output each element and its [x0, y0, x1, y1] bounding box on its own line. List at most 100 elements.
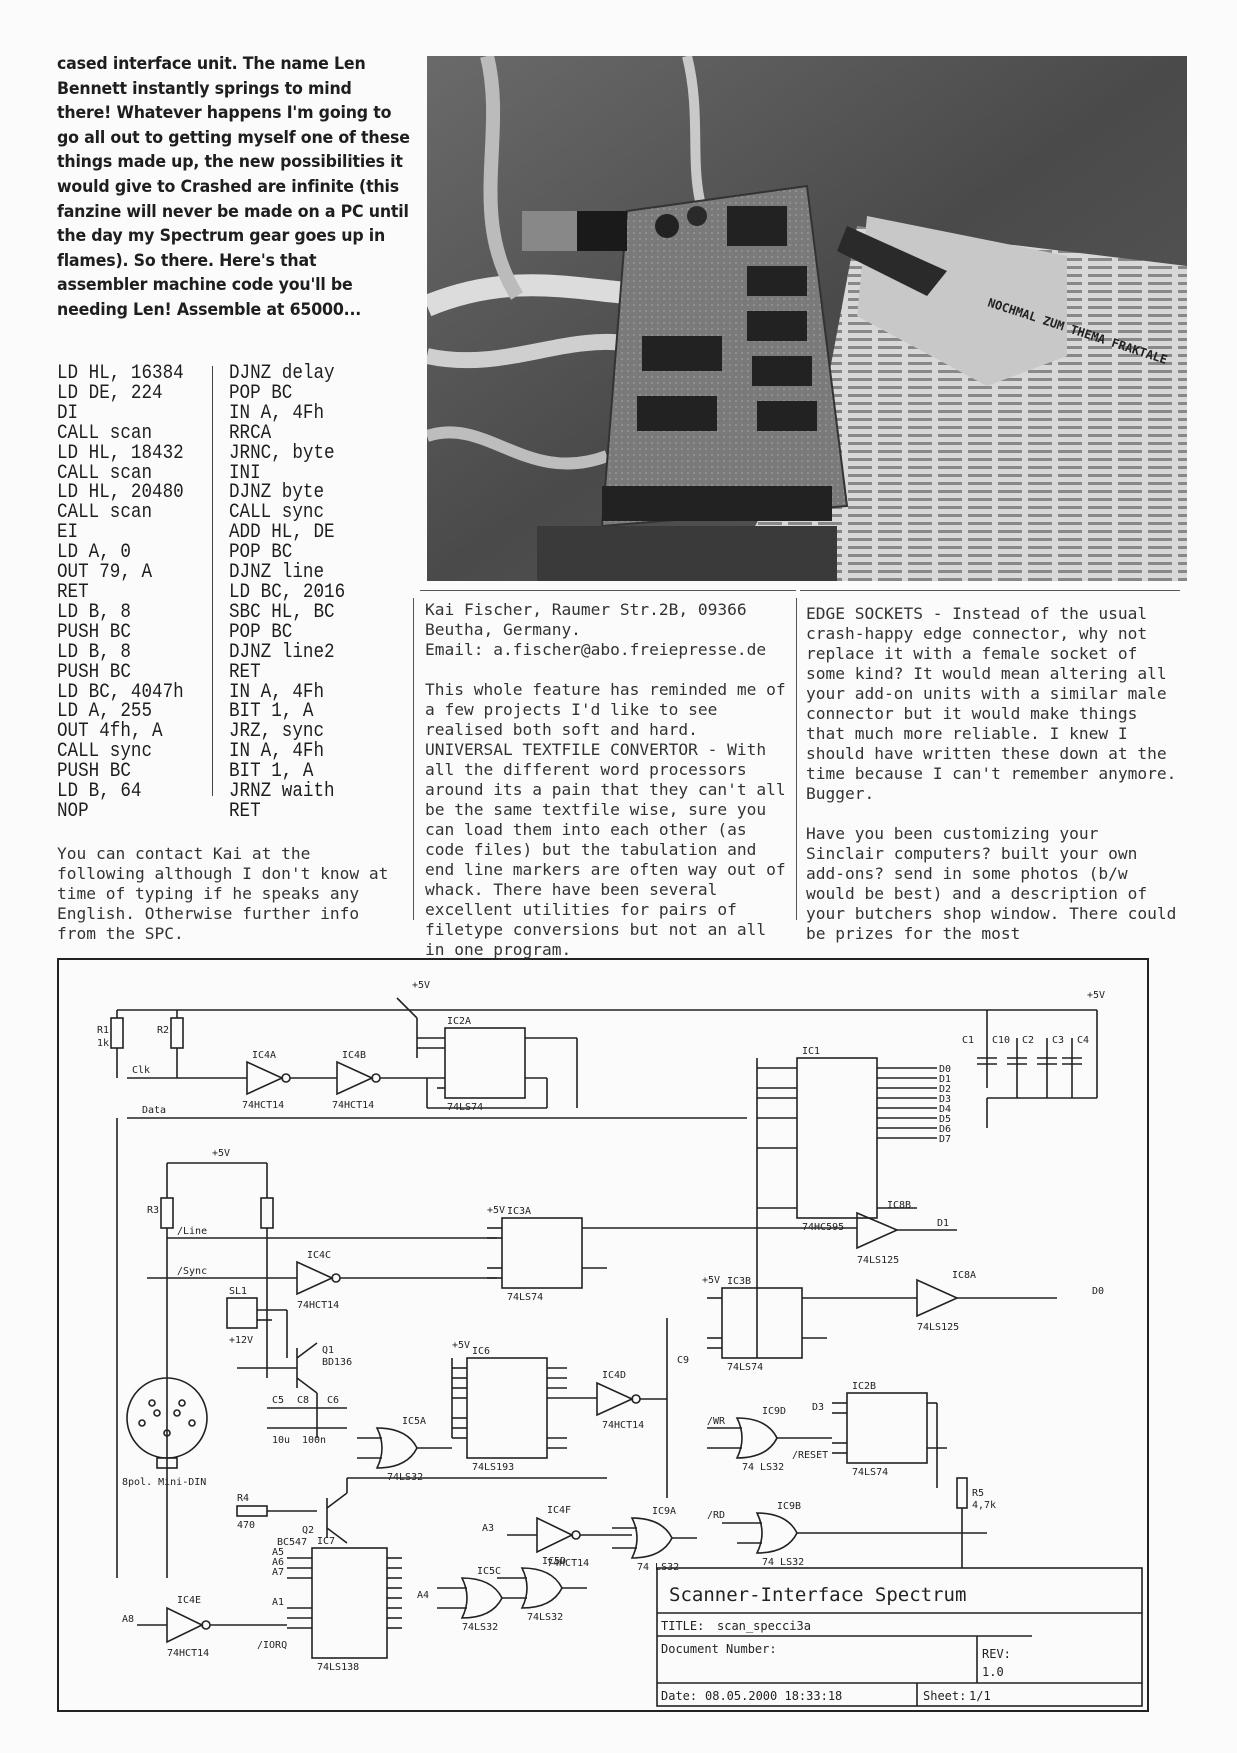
- bus-d1: D1: [939, 1074, 951, 1085]
- signal-a4: A4: [417, 1590, 429, 1601]
- bus-d4: D4: [939, 1104, 951, 1115]
- vcc-label-ic6: +5V: [452, 1340, 470, 1351]
- chip-ic4a-part: 74HCT14: [242, 1100, 284, 1111]
- column-top-rule-2: [800, 590, 1180, 591]
- chip-ic5d-ref: IC5D: [542, 1556, 566, 1567]
- address-line-1: Kai Fischer, Raumer Str.2B, 09366: [425, 600, 747, 619]
- code-left-line: PUSH BC: [57, 660, 131, 684]
- chip-ic3b-ref: IC3B: [727, 1276, 751, 1287]
- edge-sockets-paragraph: EDGE SOCKETS - Instead of the usual cras…: [806, 604, 1177, 803]
- code-right-line: ADD HL, DE: [229, 521, 335, 545]
- signal-sync: /Sync: [177, 1266, 207, 1277]
- part-r2: R2: [157, 1025, 169, 1036]
- code-left-line: PUSH BC: [57, 760, 131, 784]
- customizing-paragraph: Have you been customizing your Sinclair …: [806, 824, 1177, 943]
- code-left-line: LD B, 64: [57, 780, 142, 804]
- schematic-svg: Scanner-Interface Spectrum TITLE: scan_s…: [57, 958, 1149, 1712]
- code-right-line: JRNZ waith: [229, 780, 335, 804]
- code-right-line: DJNZ line: [229, 561, 325, 585]
- intro-paragraph: cased interface unit. The name Len Benne…: [57, 54, 410, 320]
- photo-image: NOCHMAL ZUM THEMA FRAKTALE: [422, 54, 1187, 581]
- chip-ic4d-ref: IC4D: [602, 1370, 626, 1381]
- chip-ic4f-ref: IC4F: [547, 1505, 571, 1516]
- column-divider-2: [796, 598, 797, 920]
- code-right-line: JRNC, byte: [229, 441, 335, 465]
- signal-iorq: /IORQ: [257, 1640, 287, 1651]
- chip-ic9d-ref: IC9D: [762, 1406, 786, 1417]
- signal-rd: /RD: [707, 1510, 725, 1521]
- column-top-rule-1: [420, 590, 796, 591]
- bus-d2: D2: [939, 1084, 951, 1095]
- chip-ic9a-ref: IC9A: [652, 1506, 676, 1517]
- code-right-line: IN A, 4Fh: [229, 401, 325, 425]
- date-value: 08.05.2000 18:33:18: [705, 1689, 842, 1703]
- chip-ic9b-part: 74 LS32: [762, 1557, 804, 1568]
- chip-ic8a-part: 74LS125: [917, 1322, 959, 1333]
- code-left-line: OUT 79, A: [57, 561, 153, 585]
- chip-ic5a-part: 74LS32: [387, 1472, 423, 1483]
- code-left-line: CALL sync: [57, 740, 153, 764]
- part-c2: C2: [1022, 1035, 1034, 1046]
- signal-d1-out: D1: [937, 1218, 949, 1229]
- signal-a6: A6: [272, 1557, 284, 1568]
- vcc-label-ic3a: +5V: [487, 1205, 505, 1216]
- bus-d7: D7: [939, 1134, 951, 1145]
- part-c10: C10: [992, 1035, 1010, 1046]
- schematic-labels: +5V +5V +5V +5V +5V +5V +12V Clk Data /L…: [97, 980, 1105, 1673]
- contact-text: You can contact Kai at the following alt…: [57, 844, 389, 943]
- code-right-line: POP BC: [229, 541, 293, 565]
- code-right-line: JRZ, sync: [229, 720, 325, 744]
- chip-ic5c-ref: IC5C: [477, 1566, 501, 1577]
- code-left-line: PUSH BC: [57, 620, 131, 644]
- signal-a3: A3: [482, 1523, 494, 1534]
- part-q1: Q1: [322, 1345, 334, 1356]
- article-column-middle: Kai Fischer, Raumer Str.2B, 09366 Beutha…: [425, 600, 792, 960]
- code-left-line: OUT 4fh, A: [57, 720, 163, 744]
- chip-ic6-ref: IC6: [472, 1346, 490, 1357]
- schematic-project-title: Scanner-Interface Spectrum: [669, 1584, 966, 1606]
- chip-ic9d-part: 74 LS32: [742, 1462, 784, 1473]
- projects-paragraph: This whole feature has reminded me of a …: [425, 680, 786, 959]
- address-email: Email: a.fischer@abo.freiepresse.de: [425, 640, 767, 659]
- chip-ic1-ref: IC1: [802, 1046, 820, 1057]
- code-divider: [212, 366, 213, 796]
- part-value-4k7: 4,7k: [972, 1500, 996, 1511]
- code-left-line: LD HL, 20480: [57, 481, 184, 505]
- signal-d0-out: D0: [1092, 1286, 1104, 1297]
- chip-ic2b-part: 74LS74: [852, 1467, 888, 1478]
- part-value-10u: 10u: [272, 1435, 290, 1446]
- code-right-line: DJNZ delay: [229, 362, 335, 385]
- chip-ic3a-part: 74LS74: [507, 1292, 543, 1303]
- code-left-line: LD BC, 4047h: [57, 680, 184, 704]
- title-label: TITLE:: [661, 1619, 704, 1633]
- code-right-line: RET: [229, 799, 261, 823]
- signal-d3: D3: [812, 1402, 824, 1413]
- code-left-line: NOP: [57, 799, 89, 823]
- revision-label: REV:: [982, 1647, 1011, 1661]
- chip-ic4f-part: 74HCT14: [547, 1558, 589, 1569]
- code-right-line: DJNZ byte: [229, 481, 325, 505]
- signal-a7: A7: [272, 1567, 284, 1578]
- part-r4: R4: [237, 1493, 249, 1504]
- part-q2-type: BC547: [277, 1537, 307, 1548]
- code-right-line: CALL sync: [229, 501, 325, 525]
- code-right-line: INI: [229, 461, 261, 485]
- part-q1-type: BD136: [322, 1357, 352, 1368]
- chip-ic3a-ref: IC3A: [507, 1206, 531, 1217]
- part-r3: R3: [147, 1205, 159, 1216]
- code-left-line: CALL scan: [57, 501, 153, 525]
- vcc-label-top: +5V: [412, 980, 430, 991]
- chip-ic9b-ref: IC9B: [777, 1501, 801, 1512]
- part-r5: R5: [972, 1488, 984, 1499]
- part-minidin: 8pol. Mini-DIN: [122, 1477, 206, 1488]
- chip-ic5d-part: 74LS32: [527, 1612, 563, 1623]
- vcc-label-12v: +12V: [229, 1335, 253, 1346]
- code-left-line: LD B, 8: [57, 640, 131, 664]
- chip-ic4b-part: 74HCT14: [332, 1100, 374, 1111]
- address-line-2: Beutha, Germany.: [425, 620, 581, 639]
- part-value-470: 470: [237, 1520, 255, 1531]
- part-r1: R1: [97, 1025, 109, 1036]
- code-left-line: LD HL, 18432: [57, 441, 184, 465]
- code-left-line: LD A, 255: [57, 700, 153, 724]
